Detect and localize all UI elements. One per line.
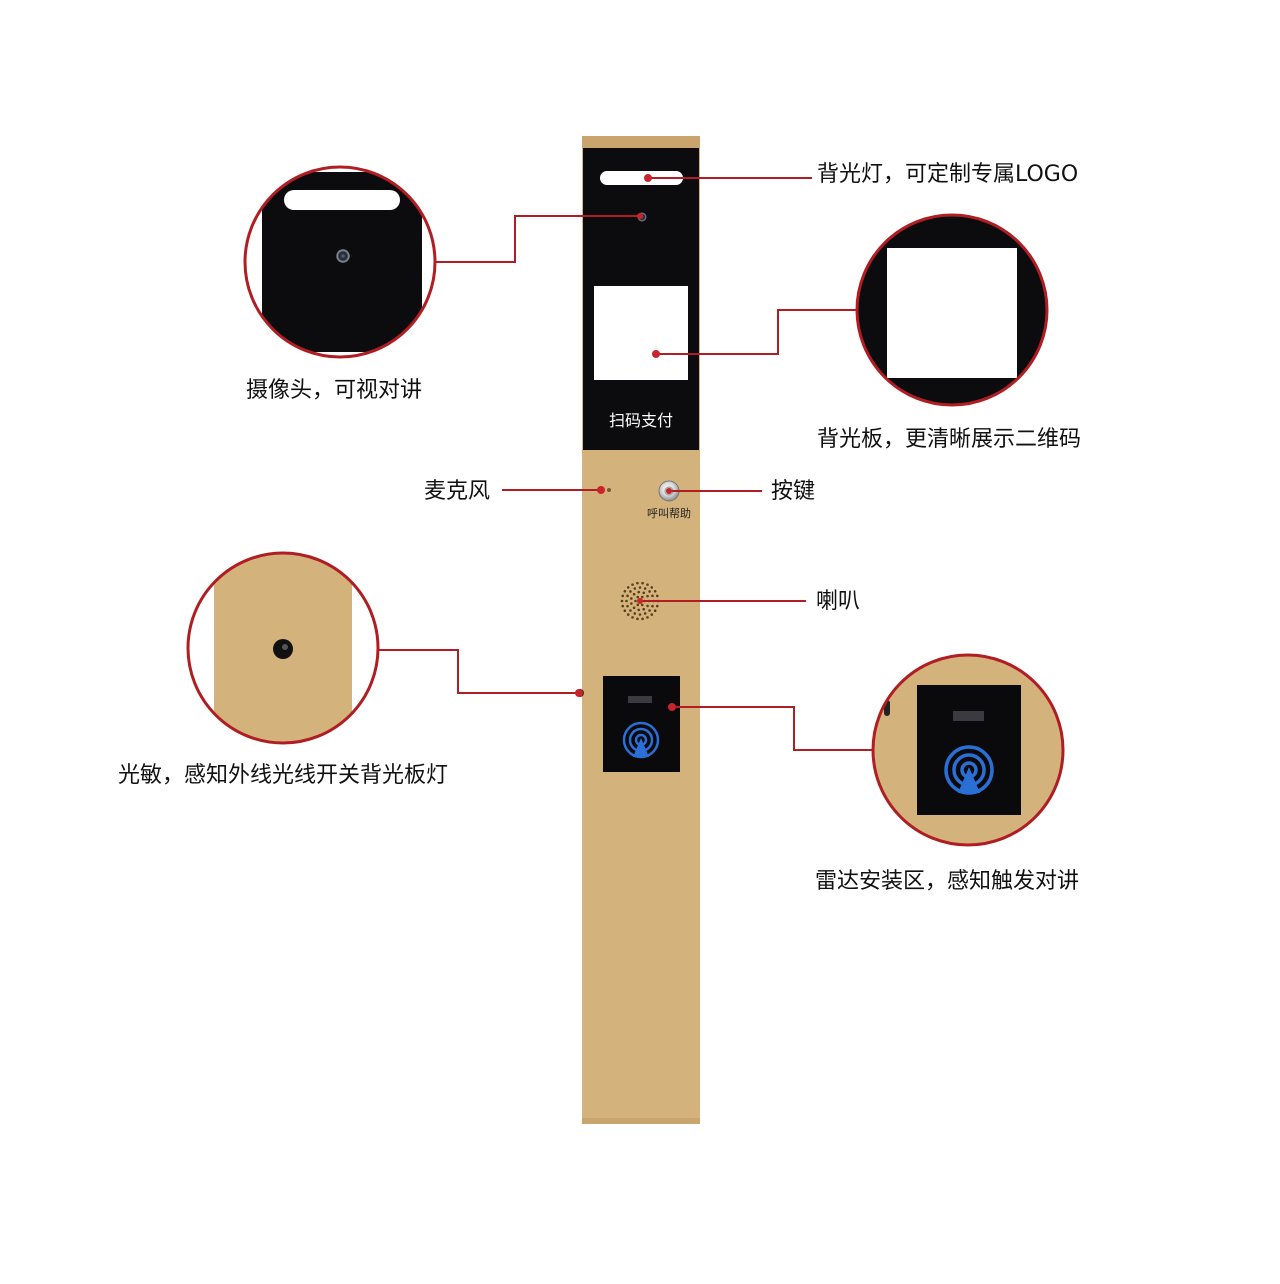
speaker-hole: [646, 604, 649, 608]
intercom-pole: 扫码支付 呼叫帮助: [576, 136, 700, 1124]
speaker-hole: [633, 612, 637, 615]
speaker-hole: [637, 590, 641, 594]
speaker-hole: [655, 604, 659, 608]
speaker-hole: [636, 581, 639, 585]
label-backlight: 背光灯，可定制专属LOGO: [817, 162, 1079, 187]
speaker-hole: [643, 587, 647, 590]
speaker-hole: [632, 592, 636, 596]
speaker-hole: [641, 581, 644, 585]
zoom-radar: [871, 653, 1065, 847]
speaker-hole: [638, 586, 642, 589]
qr-backlight-panel: [594, 286, 688, 380]
speaker-hole: [653, 609, 657, 613]
label-light-sensor: 光敏，感知外线光线开关背光板灯: [118, 763, 449, 788]
speaker-hole: [640, 603, 644, 607]
dot-light-sensor: [575, 689, 583, 697]
speaker-hole: [643, 612, 647, 615]
dot-button: [666, 488, 672, 494]
backlight-strip: [600, 171, 683, 185]
leader-light-sensor: [378, 649, 579, 694]
speaker-hole: [646, 616, 649, 619]
speaker-hole: [626, 594, 629, 598]
label-speaker: 喇叭: [816, 589, 861, 614]
microphone-hole: [607, 488, 611, 492]
zoom-light-sensor: [186, 551, 380, 745]
speaker-hole: [642, 607, 646, 611]
pole-bottom: [582, 1118, 700, 1124]
speaker-hole: [632, 606, 636, 610]
speaker-hole: [646, 594, 649, 598]
pole-top-cap: [582, 136, 700, 148]
speaker-hole: [626, 604, 629, 608]
speaker-hole: [629, 609, 632, 612]
button-caption: 呼叫帮助: [647, 506, 691, 520]
leader-backlight-panel: [656, 309, 858, 355]
speaker-hole: [642, 591, 646, 595]
leader-radar: [672, 706, 873, 751]
label-backlight-panel: 背光板，更清晰展示二维码: [817, 427, 1082, 452]
speaker-hole: [625, 599, 628, 603]
speaker-hole: [641, 617, 644, 621]
speaker-hole: [623, 589, 627, 593]
speaker-hole: [648, 609, 651, 612]
speaker-hole: [636, 603, 640, 607]
speaker-hole: [650, 613, 654, 616]
dot-radar: [668, 703, 676, 711]
speaker-hole: [621, 594, 625, 598]
speaker-hole: [630, 602, 633, 605]
label-button: 按键: [771, 479, 816, 504]
zoom-backlight-panel: [855, 213, 1049, 407]
speaker-hole: [630, 597, 633, 600]
dot-backlight: [644, 174, 652, 182]
label-radar: 雷达安装区，感知触发对讲: [815, 869, 1080, 894]
speaker-hole: [634, 599, 637, 603]
dot-speaker: [637, 598, 643, 604]
speaker-hole: [651, 594, 654, 598]
speaker-hole: [640, 595, 644, 599]
leader-camera: [436, 215, 640, 263]
speaker-hole: [626, 586, 630, 589]
speaker-hole: [631, 583, 634, 586]
dot-microphone: [597, 486, 605, 494]
leader-lines: [378, 177, 873, 751]
speaker-hole: [636, 617, 639, 621]
speaker-hole: [629, 590, 632, 593]
radar-window: [628, 696, 652, 703]
dot-backlight-panel: [652, 350, 660, 358]
speaker-hole: [651, 604, 654, 608]
speaker-hole: [648, 590, 651, 593]
speaker-hole: [653, 589, 657, 593]
speaker-hole: [646, 583, 649, 586]
camera-lens-zoom: [336, 249, 350, 263]
speaker-hole: [638, 613, 642, 616]
label-microphone: 麦克风: [424, 479, 491, 504]
speaker-hole: [623, 609, 627, 613]
speaker-hole: [650, 586, 654, 589]
speaker-hole: [637, 608, 641, 612]
speaker-hole: [633, 587, 637, 590]
label-camera: 摄像头，可视对讲: [246, 378, 423, 403]
speaker-hole: [620, 599, 624, 603]
speaker-hole: [655, 594, 659, 598]
qr-caption: 扫码支付: [609, 411, 673, 430]
radar-icon: [622, 721, 660, 759]
speaker-hole: [626, 613, 630, 616]
speaker-hole: [636, 595, 640, 599]
zoom-camera: [243, 165, 437, 359]
speaker-hole: [621, 604, 625, 608]
speaker-hole: [631, 616, 634, 619]
leader-dots: [575, 174, 676, 711]
